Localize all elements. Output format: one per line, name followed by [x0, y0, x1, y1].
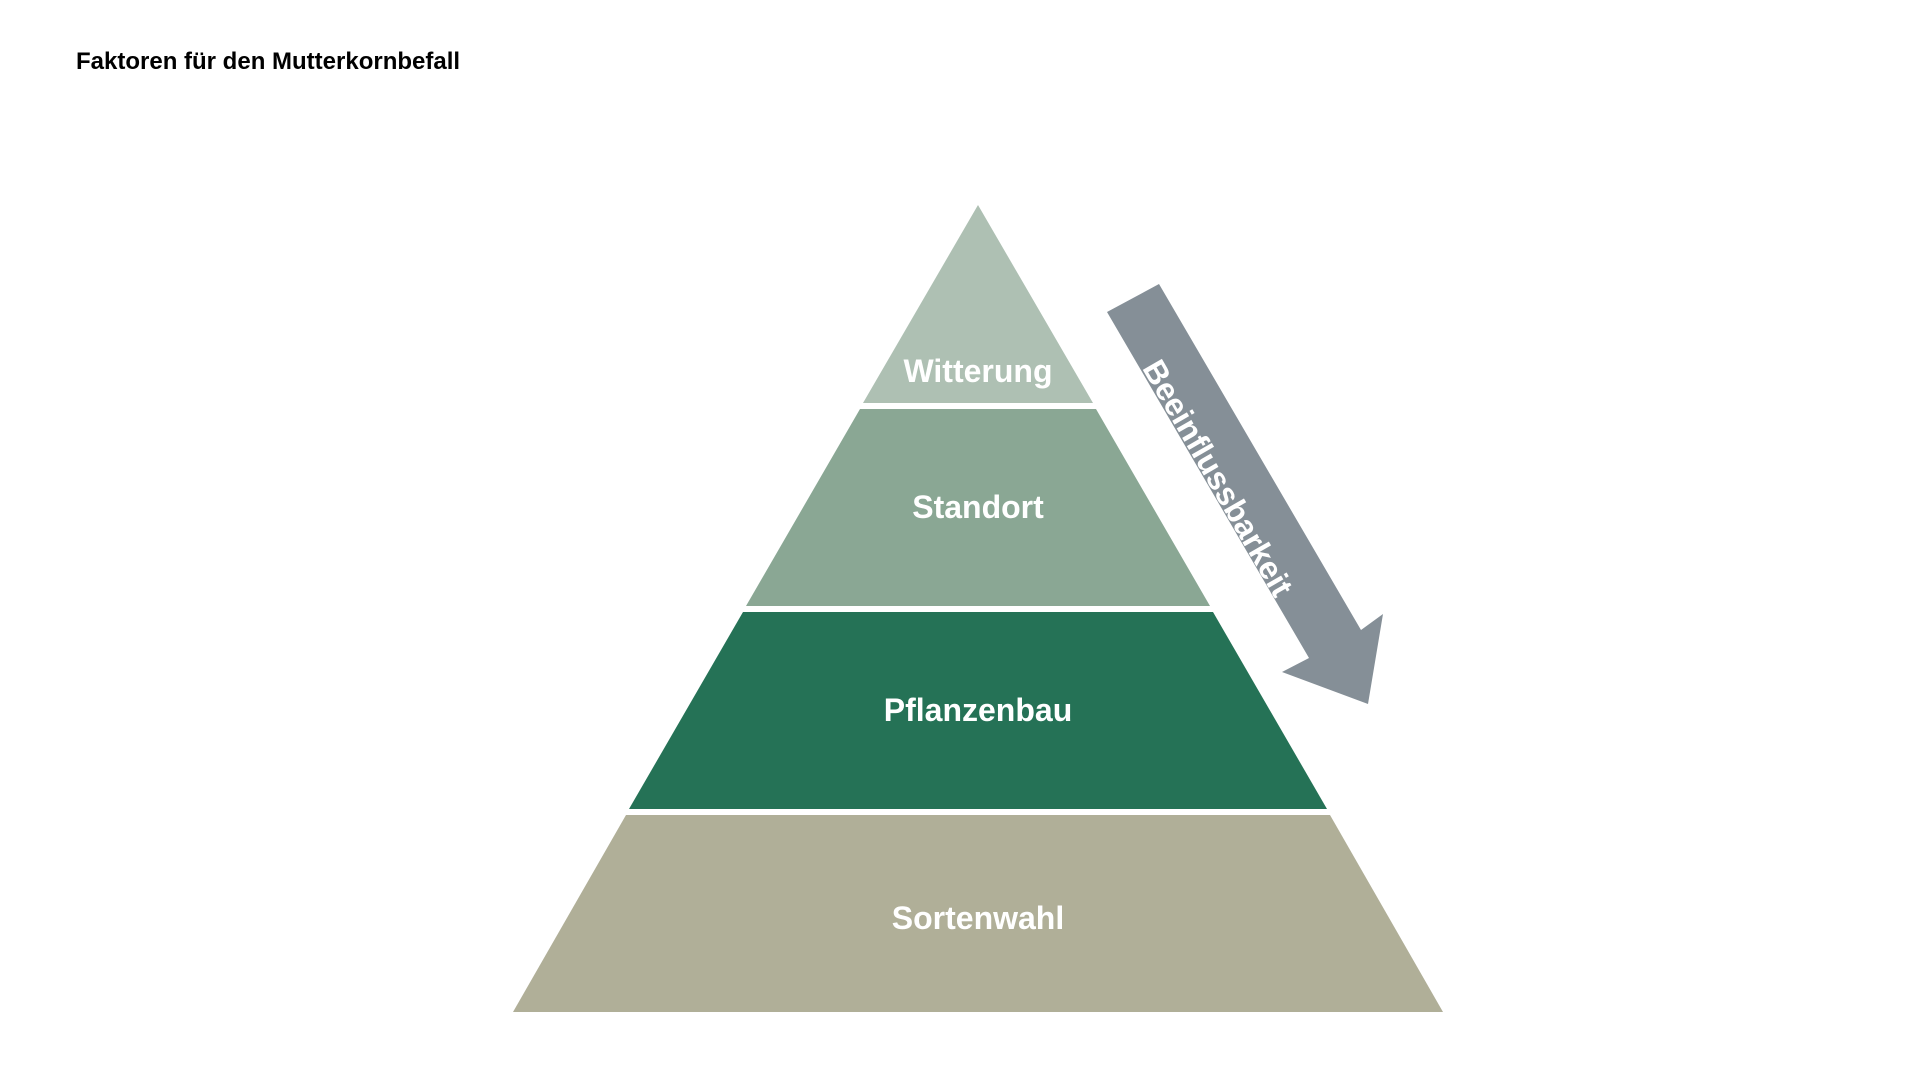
page-title: Faktoren für den Mutterkornbefall	[76, 48, 461, 75]
pyramid-layer-pflanzenbau	[629, 612, 1327, 809]
pyramid-label-witterung: Witterung	[903, 353, 1052, 389]
pyramid-layer-sortenwahl	[513, 815, 1443, 1012]
pyramid-label-standort: Standort	[912, 489, 1044, 525]
pyramid-layer-standort	[746, 409, 1210, 606]
arrow-shape	[1107, 284, 1383, 704]
pyramid-label-pflanzenbau: Pflanzenbau	[884, 692, 1072, 728]
pyramid-layer-witterung	[863, 205, 1093, 403]
pyramid-label-sortenwahl: Sortenwahl	[892, 900, 1064, 936]
